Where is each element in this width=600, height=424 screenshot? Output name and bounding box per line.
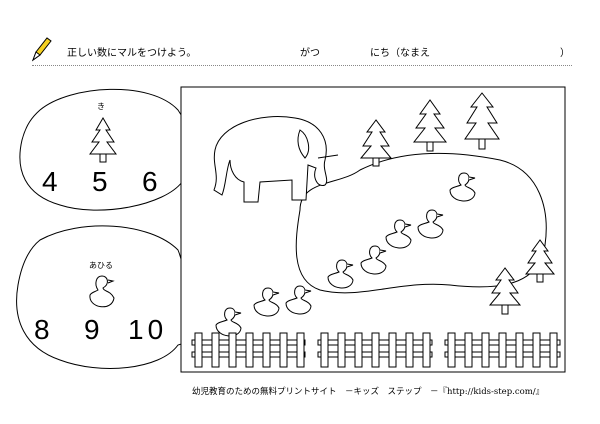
tree-icon bbox=[89, 117, 117, 163]
question-label-duck: あひる bbox=[89, 261, 113, 270]
duck bbox=[253, 287, 280, 317]
ducks bbox=[215, 172, 476, 337]
choice-9[interactable]: 9 bbox=[84, 314, 100, 345]
duck-icon bbox=[89, 275, 115, 308]
choice-6[interactable]: 6 bbox=[142, 166, 158, 197]
fence-section bbox=[317, 332, 433, 368]
duck bbox=[360, 245, 387, 275]
choice-8[interactable]: 8 bbox=[34, 314, 50, 345]
duck bbox=[215, 307, 242, 337]
choice-5[interactable]: 5 bbox=[92, 166, 108, 197]
instruction-text: 正しい数にマルをつけよう。 bbox=[67, 48, 197, 59]
choice-4[interactable]: 4 bbox=[42, 166, 58, 197]
header-divider bbox=[32, 65, 572, 66]
duck bbox=[327, 259, 354, 289]
trees bbox=[359, 92, 556, 315]
duck bbox=[417, 209, 444, 239]
fence-section bbox=[444, 332, 561, 368]
duck bbox=[449, 172, 476, 202]
footer-credit: 幼児教育のための無料プリントサイト －キッズ ステップ －『http://kid… bbox=[192, 387, 545, 397]
choice-10[interactable]: 10 bbox=[128, 314, 168, 345]
fence bbox=[191, 332, 561, 368]
question-label-tree: き bbox=[97, 102, 105, 111]
duck bbox=[285, 285, 312, 315]
day-name-label: にち（なまえ bbox=[370, 48, 430, 59]
elephant bbox=[213, 116, 339, 203]
pencil-icon bbox=[31, 37, 52, 62]
fence-section bbox=[191, 332, 306, 368]
name-close-paren: ） bbox=[560, 48, 570, 59]
month-label: がつ bbox=[300, 48, 320, 59]
duck bbox=[385, 219, 412, 249]
pond bbox=[295, 152, 547, 294]
